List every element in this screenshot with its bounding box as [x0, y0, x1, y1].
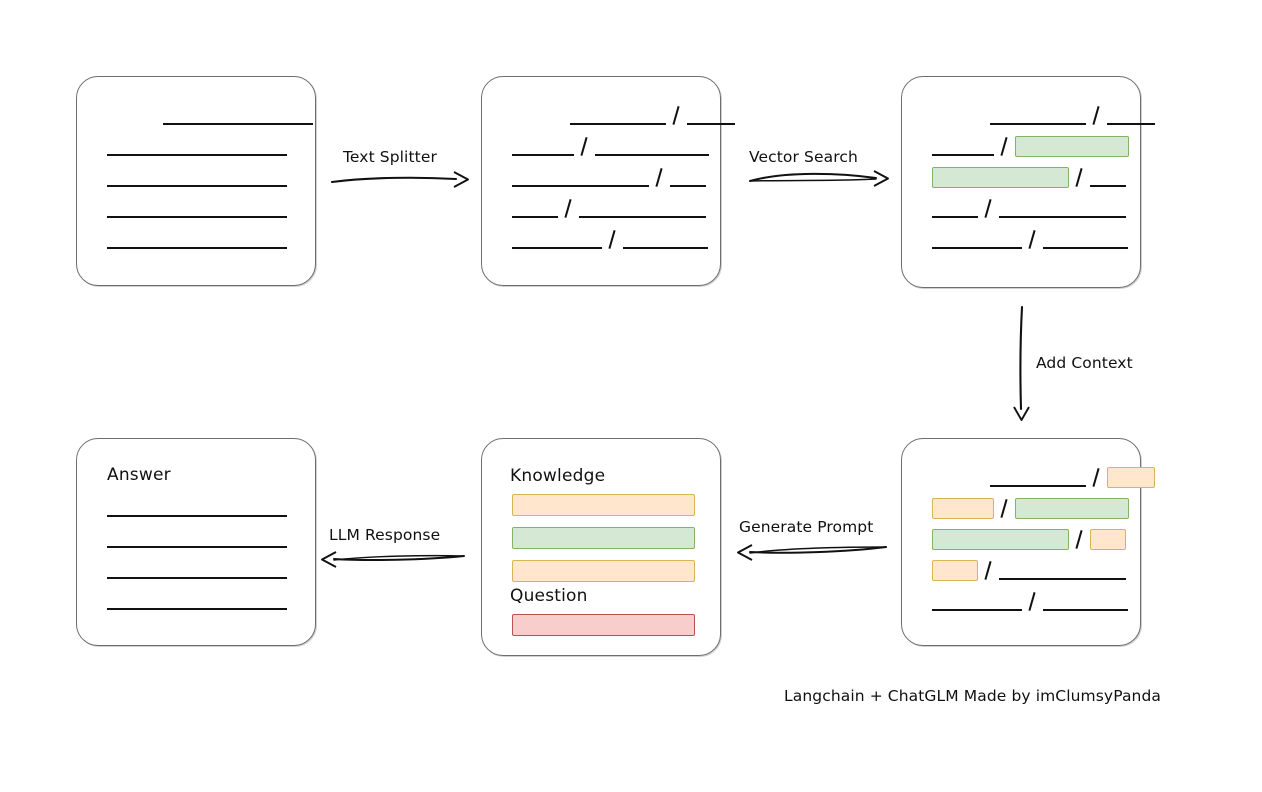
card-source-document[interactable]: [76, 76, 316, 286]
footer-caption: Langchain + ChatGLM Made by imClumsyPand…: [784, 687, 1162, 705]
segment-line: [107, 185, 287, 187]
segment-line: [687, 123, 735, 125]
arrow-generate-prompt: [737, 544, 887, 561]
context-added-lines: [902, 439, 1155, 645]
knowledge-bar-yellow: [512, 560, 695, 582]
arrow-add-context: [1013, 305, 1030, 421]
segment-line: [595, 154, 709, 156]
segment-line: [1043, 247, 1128, 249]
segment-chip-yellow: [932, 498, 994, 519]
segment-chip-green: [932, 167, 1069, 188]
segment-slash: [1027, 230, 1038, 249]
segment-slash: [1091, 106, 1102, 125]
segment-slash: [654, 168, 665, 187]
segment-slash: [983, 199, 994, 218]
split-chunks-lines: [482, 77, 735, 285]
knowledge-bar-yellow: [512, 494, 695, 516]
knowledge-bar-green: [512, 527, 695, 549]
segment-line: [163, 123, 313, 125]
segment-line: [570, 123, 666, 125]
segment-line: [107, 546, 287, 548]
segment-slash: [1074, 168, 1085, 187]
segment-slash: [579, 137, 590, 156]
answer-lines: [77, 439, 315, 645]
segment-line: [107, 247, 287, 249]
segment-line: [999, 578, 1126, 580]
card-prompt[interactable]: Knowledge Question: [481, 438, 721, 656]
segment-chip-yellow: [1090, 529, 1126, 550]
segment-line: [107, 216, 287, 218]
arrow-label-text-splitter: Text Splitter: [343, 148, 437, 166]
arrow-label-generate-prompt: Generate Prompt: [739, 518, 874, 536]
segment-line: [932, 247, 1022, 249]
segment-line: [623, 247, 708, 249]
question-bar-red: [512, 614, 695, 636]
segment-slash: [1074, 530, 1085, 549]
segment-slash: [671, 106, 682, 125]
segment-slash: [563, 199, 574, 218]
segment-chip-green: [932, 529, 1069, 550]
arrow-vector-search: [749, 170, 889, 187]
segment-line: [999, 216, 1126, 218]
segment-line: [512, 247, 602, 249]
segment-line: [107, 577, 287, 579]
segment-chip-yellow: [1107, 467, 1155, 488]
source-document-lines: [77, 77, 315, 285]
vector-matches-lines: [902, 77, 1155, 287]
segment-chip-yellow: [932, 560, 978, 581]
arrow-text-splitter: [330, 171, 469, 188]
segment-line: [990, 485, 1086, 487]
segment-slash: [999, 499, 1010, 518]
segment-line: [579, 216, 706, 218]
segment-chip-green: [1015, 136, 1129, 157]
segment-chip-green: [1015, 498, 1129, 519]
segment-line: [1043, 609, 1128, 611]
question-label: Question: [510, 586, 588, 606]
segment-line: [932, 216, 978, 218]
knowledge-label: Knowledge: [510, 466, 606, 486]
card-vector-matches[interactable]: [901, 76, 1155, 288]
segment-line: [107, 154, 287, 156]
segment-slash: [1027, 592, 1038, 611]
card-split-chunks[interactable]: [481, 76, 735, 286]
segment-line: [1090, 185, 1126, 187]
segment-line: [107, 608, 287, 610]
segment-slash: [983, 561, 994, 580]
card-context-added[interactable]: [901, 438, 1155, 646]
segment-line: [107, 515, 287, 517]
segment-line: [512, 216, 558, 218]
arrow-label-llm-response: LLM Response: [329, 526, 441, 544]
arrow-label-vector-search: Vector Search: [749, 148, 858, 166]
prompt-bars: [482, 439, 720, 655]
segment-line: [932, 609, 1022, 611]
segment-line: [932, 154, 994, 156]
answer-label: Answer: [107, 465, 171, 485]
arrow-llm-response: [321, 551, 465, 568]
card-answer[interactable]: Answer: [76, 438, 316, 646]
segment-line: [670, 185, 706, 187]
segment-slash: [999, 137, 1010, 156]
segment-line: [1107, 123, 1155, 125]
segment-slash: [607, 230, 618, 249]
segment-line: [512, 185, 649, 187]
segment-line: [512, 154, 574, 156]
segment-line: [990, 123, 1086, 125]
segment-slash: [1091, 468, 1102, 487]
arrow-label-add-context: Add Context: [1036, 354, 1133, 372]
